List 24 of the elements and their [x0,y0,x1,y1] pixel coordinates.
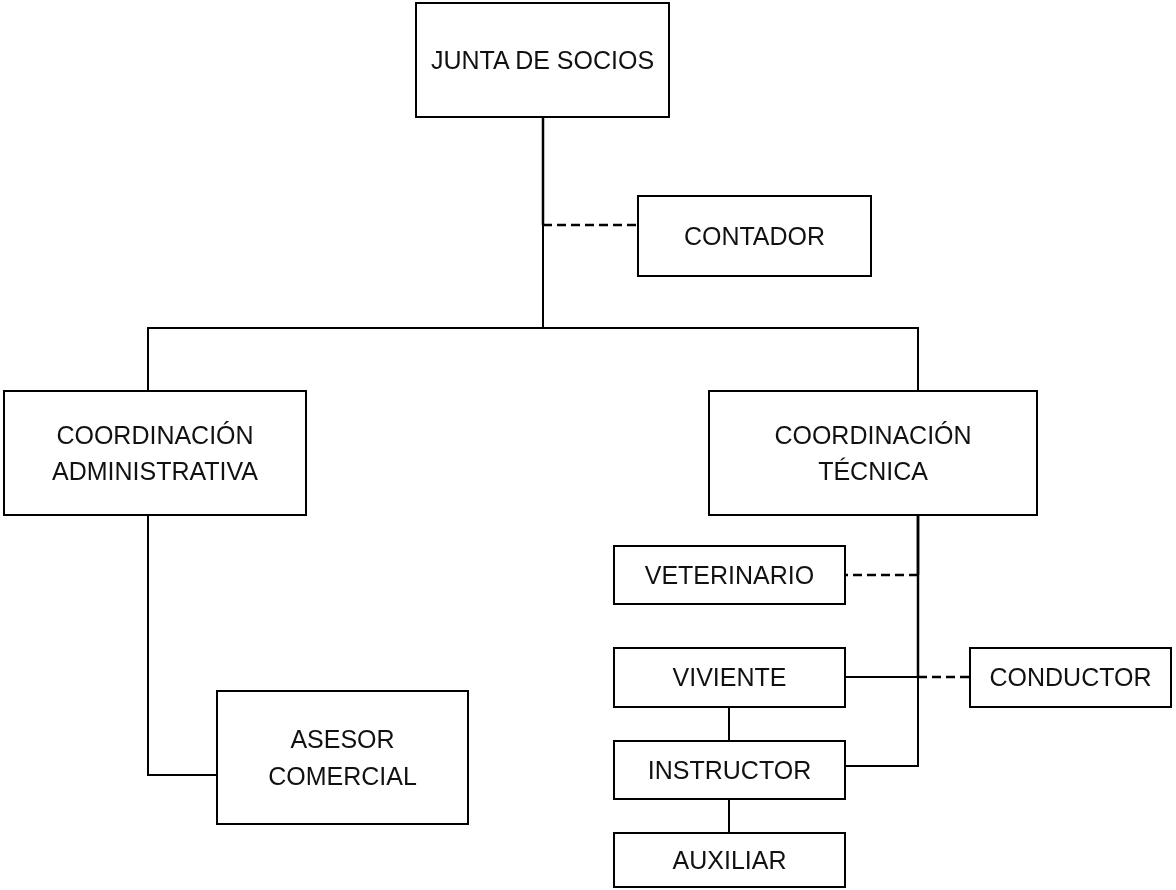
org-box [613,647,846,708]
org-box [613,832,846,888]
org-box [415,2,670,118]
box-label: CONDUCTOR [988,662,1153,694]
connector-line [728,707,730,741]
connector-line [728,799,730,833]
box-label: ASESOR COMERCIAL [267,724,418,792]
box-label: INSTRUCTOR [646,754,813,786]
box-label: CONTADOR [682,220,827,252]
org-box [3,390,307,516]
org-box [216,690,469,825]
box-label: COORDINACIÓN TÉCNICA [773,419,973,487]
org-box [969,647,1172,708]
org-box [613,740,846,800]
connector-line [147,515,217,776]
box-label: COORDINACIÓN ADMINISTRATIVA [51,419,259,487]
box-label: AUXILIAR [671,844,788,876]
org-box [708,390,1038,516]
org-box [613,545,846,605]
org-box [637,195,872,277]
box-label: VIVIENTE [671,662,788,694]
connector-line [845,515,919,767]
box-label: VETERINARIO [643,559,816,591]
box-label: JUNTA DE SOCIOS [429,44,656,76]
